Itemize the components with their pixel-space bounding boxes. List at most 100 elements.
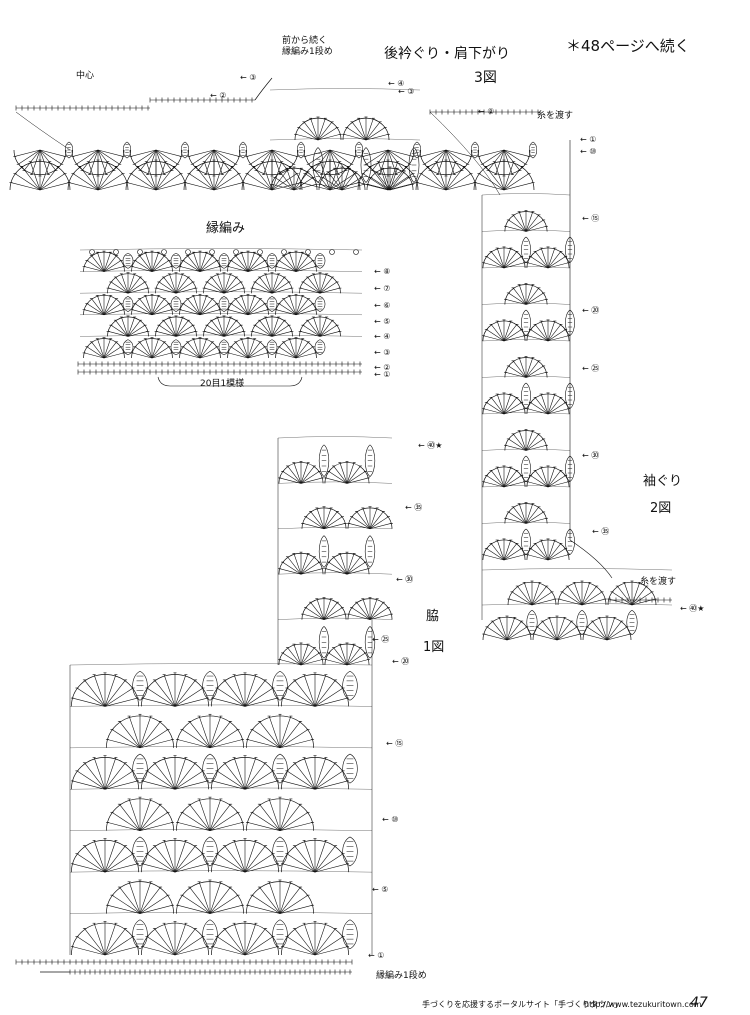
- stitch-arc: [176, 798, 244, 831]
- stitch-line: [279, 729, 309, 749]
- repeat-label: 20目1模様: [200, 379, 245, 389]
- stitch-line: [586, 626, 608, 641]
- figure-3-label: 3図: [474, 70, 497, 86]
- stitch-line: [154, 845, 176, 873]
- stitch-arc: [324, 552, 370, 575]
- stitch-line: [247, 346, 266, 359]
- stitch-line: [503, 182, 534, 191]
- stitch-line: [175, 331, 196, 337]
- stitch-line: [506, 626, 528, 641]
- stitch-line: [254, 281, 273, 294]
- stitch-line: [493, 161, 505, 191]
- stitch-line: [530, 402, 549, 415]
- stitch-line: [39, 149, 66, 157]
- stitch-line: [271, 183, 295, 191]
- stitch-line: [177, 904, 211, 914]
- stitch-line: [478, 149, 505, 157]
- stitch-arc: [64, 141, 74, 159]
- stitch-line: [300, 553, 309, 575]
- stitch-line: [305, 516, 325, 530]
- stitch-arc: [83, 338, 125, 359]
- stitch-line: [289, 338, 297, 359]
- stitch-line: [300, 568, 323, 575]
- stitch-line: [487, 149, 505, 171]
- stitch-line: [213, 149, 236, 165]
- stitch-line: [547, 251, 562, 269]
- stitch-line: [174, 928, 196, 956]
- stitch-line: [271, 173, 298, 191]
- side-title: 脇: [426, 609, 440, 624]
- stitch-line: [547, 470, 562, 488]
- stitch-line: [503, 539, 512, 561]
- stitch-line: [548, 617, 558, 641]
- stitch-line: [503, 402, 522, 415]
- stitch-arc: [69, 663, 373, 666]
- stitch-line: [279, 171, 295, 191]
- stitch-line: [268, 715, 281, 748]
- stitch-line: [556, 626, 578, 641]
- stitch-line: [230, 346, 249, 359]
- stitch-line: [76, 149, 99, 165]
- stitch-line: [325, 477, 348, 484]
- stitch-line: [104, 936, 134, 956]
- stitch-line: [139, 729, 169, 749]
- stitch-line: [242, 182, 273, 191]
- stitch-line: [505, 225, 527, 232]
- stitch-line: [224, 845, 246, 873]
- stitch-arc: [342, 117, 390, 141]
- picot: [209, 249, 215, 255]
- stitch-arc: [275, 338, 317, 359]
- stitch-line: [387, 149, 405, 171]
- stitch-arc: [227, 338, 269, 359]
- stitch-arc: [277, 481, 393, 484]
- stitch-arc: [122, 296, 134, 312]
- stitch-line: [163, 840, 176, 873]
- stitch-arc: [342, 836, 358, 867]
- stitch-arc: [521, 528, 531, 555]
- stitch-line: [199, 260, 218, 272]
- stitch-line: [14, 173, 41, 191]
- stitch-arc: [582, 616, 632, 641]
- stitch-line: [29, 161, 41, 191]
- stitch-line: [104, 757, 117, 790]
- stitch-line: [151, 346, 170, 359]
- stitch-line: [310, 511, 325, 529]
- stitch-line: [130, 173, 157, 191]
- stitch-line: [182, 260, 201, 272]
- stitch-line: [346, 561, 366, 575]
- stitch-line: [365, 121, 381, 141]
- stitch-line: [503, 329, 522, 342]
- picot: [305, 249, 311, 255]
- stitch-line: [525, 517, 547, 524]
- stitch-arc: [155, 316, 197, 337]
- stitch-line: [216, 687, 246, 707]
- stitch-line: [525, 357, 534, 378]
- stitch-line: [370, 177, 391, 191]
- stitch-arc: [79, 248, 363, 251]
- stitch-line: [525, 365, 544, 378]
- stitch-arc: [69, 870, 373, 873]
- stitch-line: [279, 477, 302, 484]
- stitch-line: [279, 881, 292, 914]
- stitch-arc: [107, 273, 149, 294]
- picot: [185, 249, 191, 255]
- stitch-arc: [318, 444, 330, 477]
- stitch-line: [512, 287, 527, 305]
- stitch-line: [496, 247, 505, 269]
- stitch-arc: [15, 111, 71, 151]
- stitch-line: [209, 822, 243, 832]
- stitch-line: [518, 503, 527, 524]
- stitch-line: [606, 626, 628, 641]
- stitch-line: [295, 303, 314, 316]
- stitch-line: [379, 149, 389, 175]
- stitch-line: [76, 770, 106, 790]
- stitch-line: [445, 182, 476, 191]
- stitch-line: [531, 591, 553, 606]
- stitch-line: [369, 516, 389, 530]
- stitch-arc: [521, 382, 531, 409]
- stitch-line: [445, 161, 457, 191]
- stitch-line: [155, 149, 178, 165]
- stitch-arc: [361, 149, 415, 176]
- stitch-line: [271, 320, 285, 337]
- stitch-arc: [521, 309, 531, 336]
